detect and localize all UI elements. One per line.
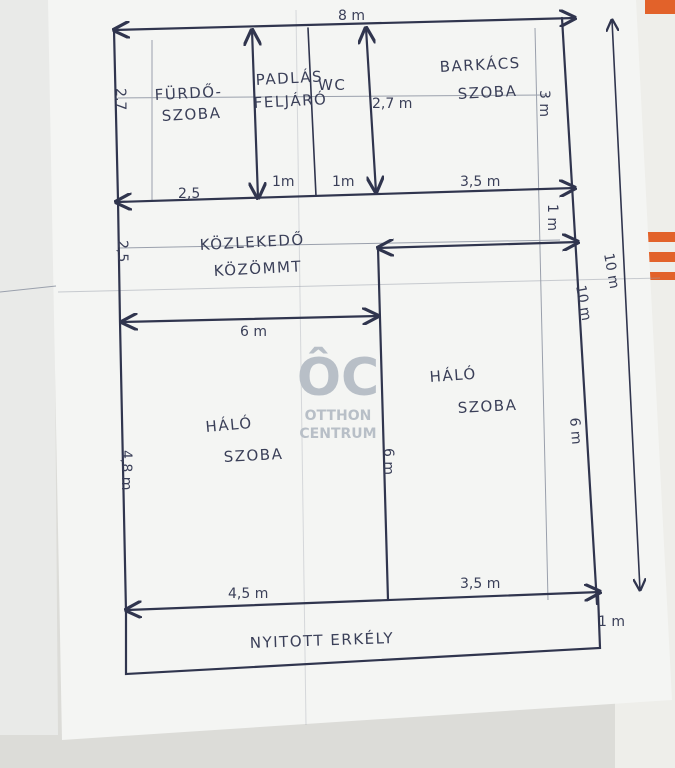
dim-workroom-width: 3,5 m [460,174,500,190]
pencil-guides [117,27,561,601]
room-bathroom-line2: SZOBA [161,104,222,125]
room-pantry-line1: PADLÁS [255,66,323,89]
wall-pantry-wc [307,27,317,197]
paper-fold [0,285,57,293]
dim-bath-height: 2,7 [112,88,128,110]
dim-wc-width: 1m [332,174,355,190]
room-pantry-line2: FELJÁRÓ [253,89,328,112]
dim-pantry-width: 1m [272,174,295,190]
dim-workroom-height: 2,7 m [372,96,412,112]
orange-stripe [645,0,675,14]
paper-fold [57,277,661,293]
paper-back-sheet [0,0,58,735]
dim-bedroom-right-side: 6 m [566,417,584,445]
room-bedroom-left-line1: HÁLÓ [205,413,254,436]
outer-wall-left [112,28,128,614]
dim-bedroom-left-bottom: 4,5 m [228,586,268,602]
orange-stripe [645,232,675,242]
watermark-line1: OTTHON [305,408,372,424]
watermark-line2: CENTRUM [299,426,376,442]
room-bedroom-right-line2: SZOBA [457,396,518,417]
dim-total-length-inner: 10 m [572,284,594,322]
wall-wc-workroom [366,28,376,192]
dim-bath-width: 2,5 [178,186,200,202]
room-wc: WC [318,76,346,94]
wall-bedrooms-bottom [126,592,600,610]
room-workroom-line1: BARKÁCS [439,53,521,76]
dim-bedroom-left-height: 4,8 m [118,450,134,490]
dim-workroom-right: 3 m [536,90,552,117]
top-wall [114,18,575,30]
dimension-labels: 8 m 2,7 2,5 1m 1m 2,7 m 3,5 m 3 m 1 m 2,… [112,8,625,630]
wall-bedrooms-divider [376,246,390,602]
dim-total-width: 8 m [338,8,365,24]
wall-left-bedroom-top [122,316,378,322]
room-corridor-line2: KÖZÖMMT [213,256,302,280]
room-bedroom-left-line2: SZOBA [223,445,284,466]
dim-total-length-outer: 10 m [600,252,622,290]
orange-stripe [645,272,675,280]
dim-balcony-depth: 1 m [598,614,625,630]
room-workroom-line2: SZOBA [457,82,518,103]
dim-corridor-right: 1 m [544,204,560,231]
wall-upper-rooms-bottom [116,188,575,202]
walls [112,16,640,676]
dim-bedroom-left-top: 6 m [240,324,267,340]
wall-bath-pantry [252,30,258,198]
balcony-outline [124,592,602,676]
dim-bedroom-right-bottom: 3,5 m [460,576,500,592]
wall-right [560,16,599,606]
dim-bedroom-right-height: 6 m [380,448,396,475]
dim-corridor-height: 2,5 [114,240,130,262]
room-bedroom-right-line1: HÁLÓ [429,364,477,386]
wall-right-bedroom-top [378,242,578,248]
room-bathroom-line1: FÜRDŐ- [154,80,223,104]
watermark-logo: ÔC [297,346,379,408]
dimension-line-10m [612,20,640,590]
watermark: ÔC OTTHON CENTRUM [297,346,379,442]
orange-stripe [645,252,675,262]
